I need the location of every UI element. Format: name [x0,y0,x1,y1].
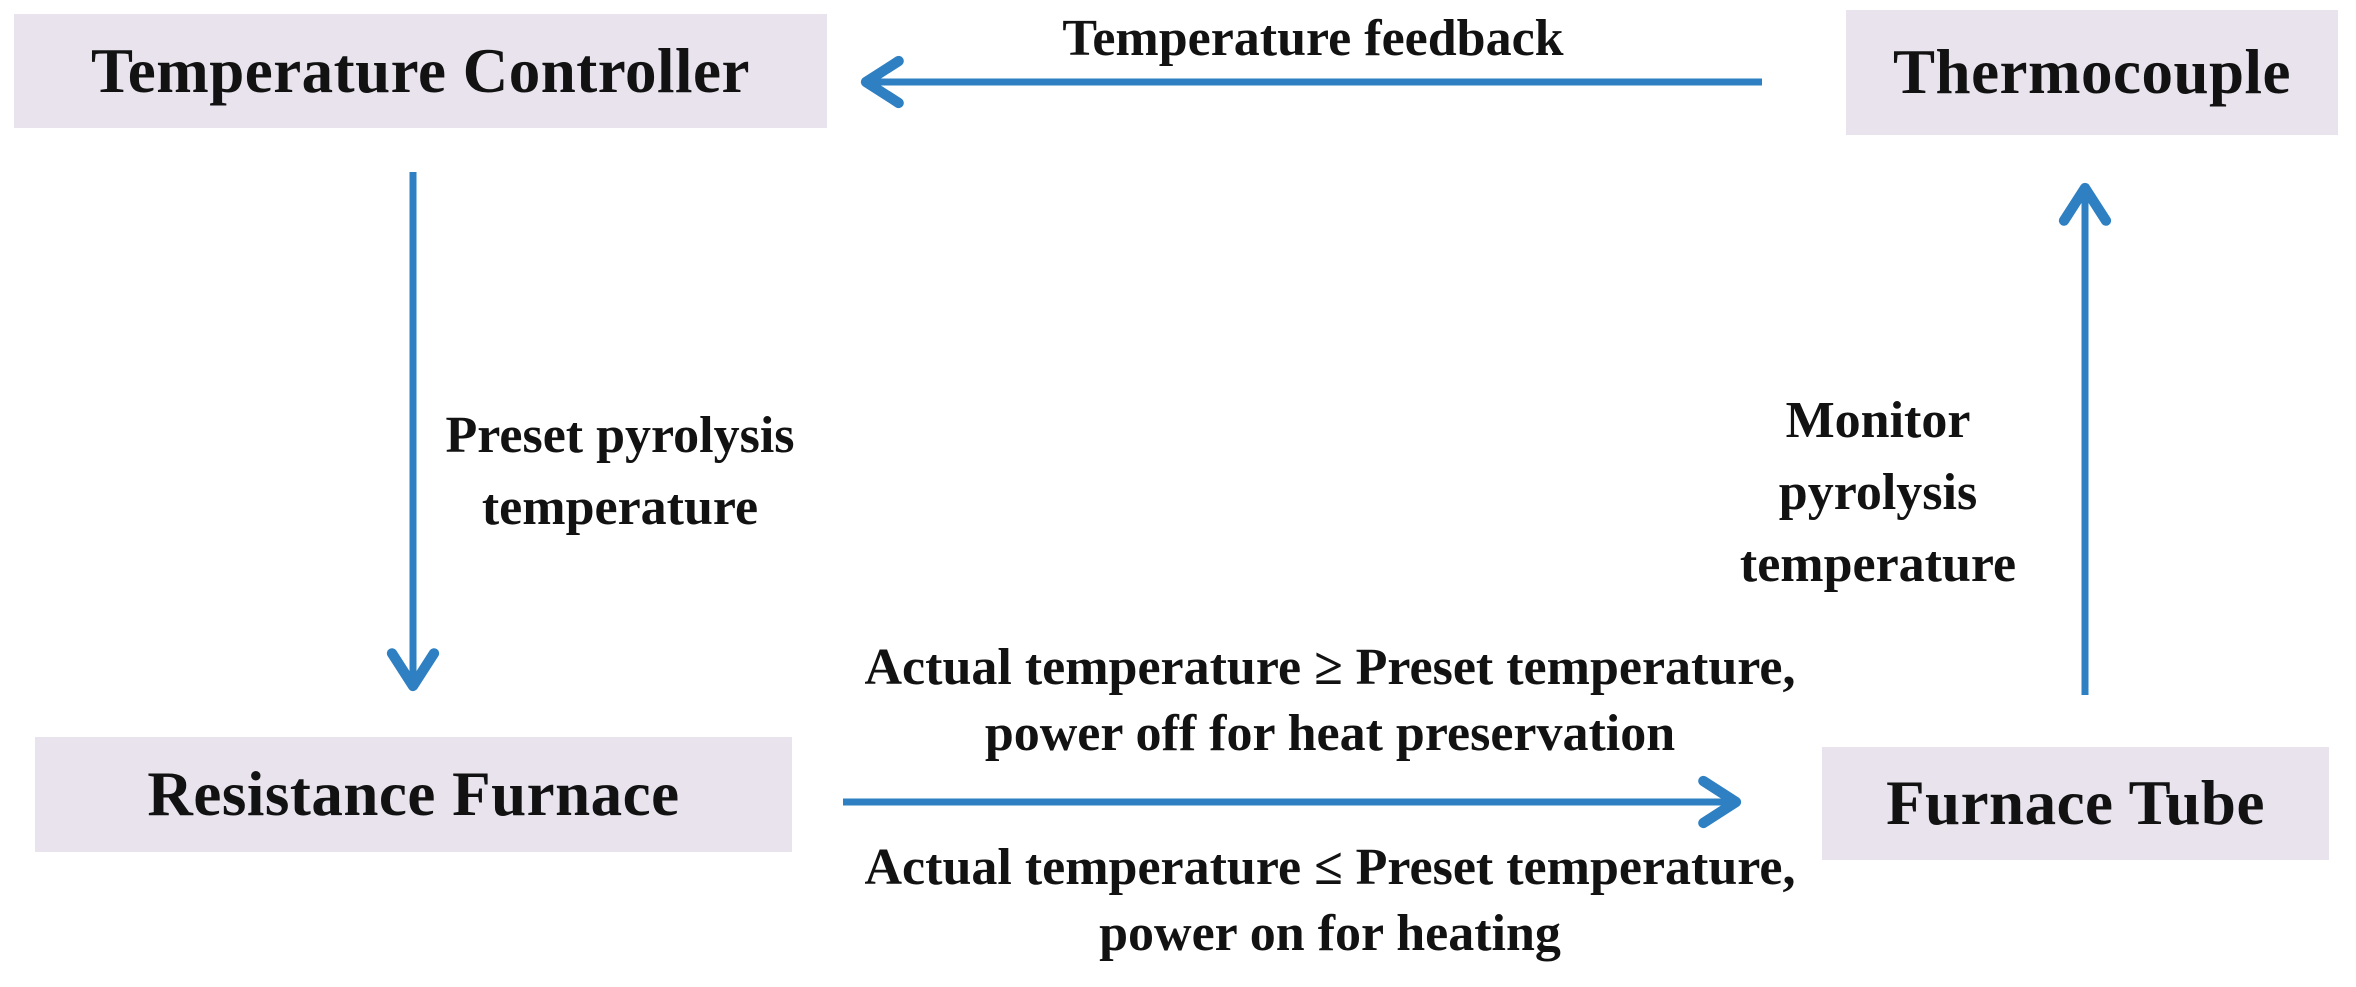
edge-label-preset-pyrolysis: Preset pyrolysis temperature [445,400,794,544]
edge-label-line: power on for heating [1099,905,1561,962]
node-resistance-furnace-label: Resistance Furnace [147,759,680,829]
node-thermocouple-label: Thermocouple [1893,37,2291,107]
node-furnace-tube: Furnace Tube [1822,747,2329,860]
edge-label-line: Monitor [1785,392,1971,449]
edge-label-line: Actual temperature ≥ Preset temperature, [864,639,1796,696]
node-temperature-controller-label: Temperature Controller [91,35,750,106]
edge-label-power-on: Actual temperature ≤ Preset temperature,… [865,835,1796,967]
edge-label-line: pyrolysis [1778,464,1978,521]
edge-label-temperature-feedback: Temperature feedback [1062,10,1564,67]
edge-label-line: Actual temperature ≤ Preset temperature, [864,839,1796,896]
node-temperature-controller: Temperature Controller [14,14,827,128]
edge-label-line: power off for heat preservation [984,705,1676,762]
edge-label-line: temperature [481,479,759,536]
edge-label-line: temperature [1739,536,2017,593]
node-furnace-tube-label: Furnace Tube [1886,768,2265,838]
node-resistance-furnace: Resistance Furnace [35,737,792,852]
edge-label-line: Preset pyrolysis [445,407,795,464]
node-thermocouple: Thermocouple [1846,10,2338,135]
edge-label-monitor-pyrolysis: Monitor pyrolysis temperature [1740,385,2016,601]
edge-label-power-off: Actual temperature ≥ Preset temperature,… [865,635,1796,767]
